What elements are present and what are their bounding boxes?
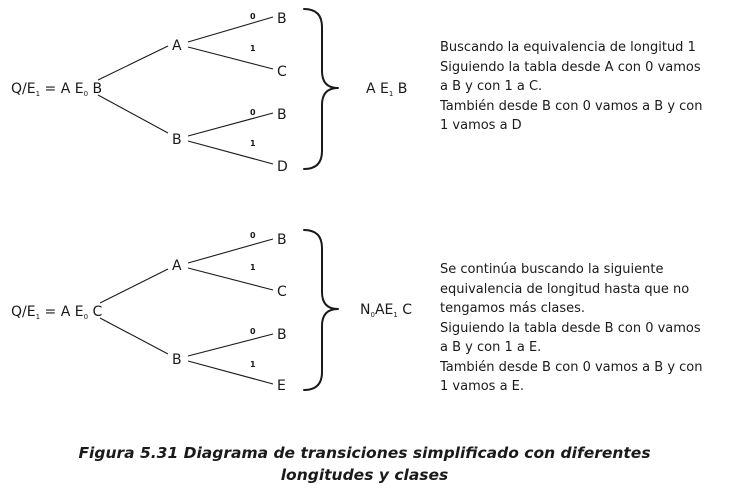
root-label-top: Q/E1 = A E0 B: [11, 81, 102, 98]
bit-b-d-top: 1: [250, 139, 256, 148]
note-bottom-line: Se continúa buscando la siguiente: [440, 262, 664, 277]
bit-a-c-bottom: 1: [250, 263, 256, 272]
edge-a-b-top: [187, 16, 274, 43]
brace-bottom: [303, 229, 339, 391]
edge-root-b-top: [97, 94, 169, 134]
brace-top: [303, 8, 339, 170]
note-bottom-line: 1 vamos a E.: [440, 379, 525, 394]
leaf-b1-bottom: B: [277, 232, 287, 248]
note-bottom: Se continúa buscando la siguiente equiva…: [440, 260, 702, 397]
bit-a-c-top: 1: [250, 44, 256, 53]
root-label-bottom: Q/E1 = A E0 C: [11, 304, 102, 321]
edge-b-b-top: [187, 112, 274, 137]
edge-a-c-bottom: [187, 267, 274, 291]
leaf-e2-bottom: E: [277, 378, 286, 394]
figure-caption: Figura 5.31 Diagrama de transiciones sim…: [0, 442, 729, 486]
bit-a-b-top: 0: [250, 12, 256, 21]
note-bottom-line: Siguiendo la tabla desde B con 0 vamos: [440, 320, 701, 336]
top-diagram: Q/E1 = A E0 B A B B C B D 0 1 0 1 A E1 B: [11, 8, 407, 175]
note-top-line: 1 vamos a D: [440, 118, 522, 133]
caption-line-1: Figura 5.31 Diagrama de transiciones sim…: [78, 444, 651, 462]
note-bottom-line: tengamos más clases.: [440, 301, 586, 316]
leaf-b2-top: B: [277, 107, 287, 123]
node-b-bottom: B: [172, 352, 182, 368]
note-bottom-line: a B y con 1 a E.: [440, 340, 542, 355]
leaf-c1-bottom: C: [277, 284, 287, 300]
note-top-line: Buscando la equivalencia de longitud 1: [440, 40, 696, 55]
note-top: Buscando la equivalencia de longitud 1 S…: [440, 38, 702, 136]
bit-b-b-top: 0: [250, 108, 256, 117]
edge-b-e-bottom: [187, 360, 274, 385]
edge-root-a-top: [97, 45, 169, 81]
edge-a-b-bottom: [187, 238, 274, 264]
result-label-bottom: N0AE1 C: [360, 302, 412, 319]
edge-b-b-bottom: [187, 333, 274, 357]
node-a-top: A: [172, 38, 182, 54]
note-top-line: a B y con 1 a C.: [440, 79, 543, 94]
leaf-b1-top: B: [277, 11, 287, 27]
leaf-d2-top: D: [277, 159, 288, 175]
leaf-c1-top: C: [277, 64, 287, 80]
edge-root-a-bottom: [99, 268, 169, 304]
note-bottom-line: equivalencia de longitud hasta que no: [440, 281, 690, 297]
note-top-line: Siguiendo la tabla desde A con 0 vamos: [440, 59, 701, 75]
bit-b-e-bottom: 1: [250, 360, 256, 369]
bottom-diagram: Q/E1 = A E0 C A B B C B E 0 1 0 1 N0AE1 …: [11, 229, 412, 394]
leaf-b2-bottom: B: [277, 327, 287, 343]
edge-b-d-top: [187, 140, 274, 165]
node-b-top: B: [172, 132, 182, 148]
node-a-bottom: A: [172, 258, 182, 274]
note-bottom-line: También desde B con 0 vamos a B y con: [440, 359, 703, 375]
note-top-line: También desde B con 0 vamos a B y con: [440, 98, 703, 114]
caption-line-2: longitudes y clases: [280, 466, 449, 484]
bit-a-b-bottom: 0: [250, 231, 256, 240]
edge-root-b-bottom: [99, 317, 169, 355]
edge-a-c-top: [187, 46, 274, 70]
result-label-top: A E1 B: [366, 81, 407, 98]
bit-b-b-bottom: 0: [250, 327, 256, 336]
